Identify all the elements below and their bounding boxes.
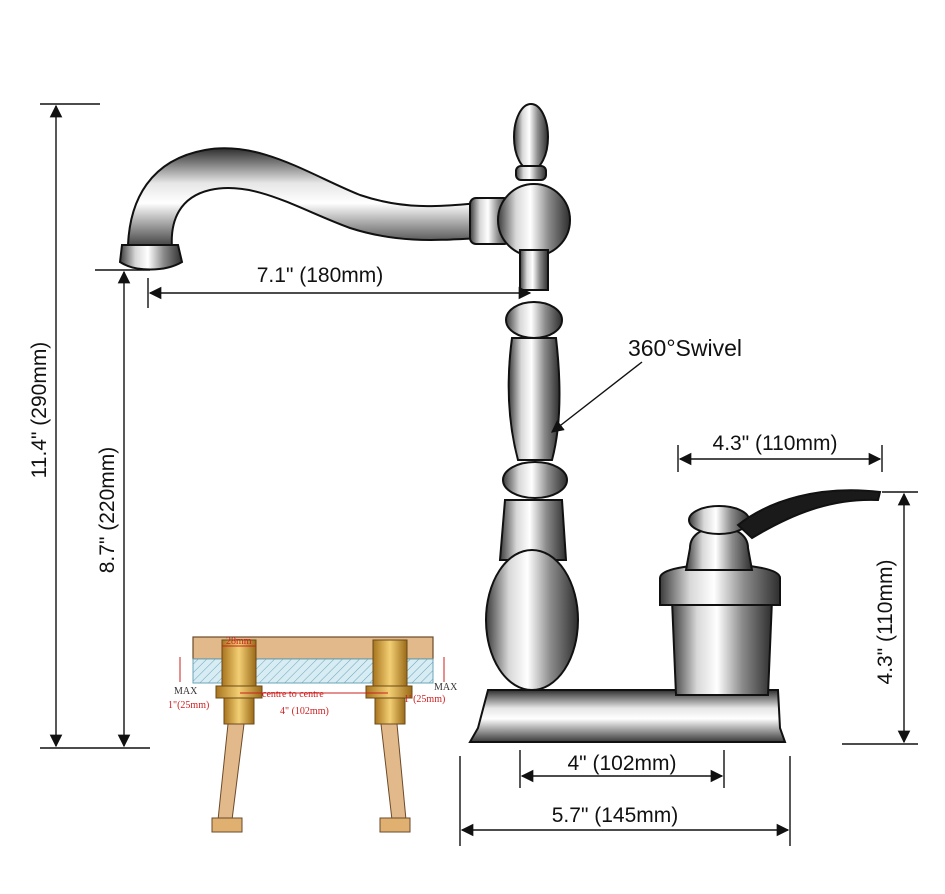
max-left-value: 1"(25mm) <box>168 700 209 711</box>
spout-arm <box>126 147 481 250</box>
swivel-callout-arrow <box>551 361 643 433</box>
swivel-ball <box>497 183 571 257</box>
swivel-callout-label: 360°Swivel <box>628 335 742 361</box>
handle-body <box>670 599 774 696</box>
supply-hose-right <box>380 723 407 821</box>
total-height-label: 11.4" (290mm) <box>28 342 51 479</box>
dimension-lines <box>40 103 918 846</box>
handle-lever <box>736 489 882 540</box>
supply-hose-left <box>217 723 245 821</box>
max-left-title: MAX <box>174 686 198 697</box>
handle-height-label: 4.3" (110mm) <box>874 560 897 685</box>
centre-to-centre-label: centre to centre <box>262 689 324 700</box>
max-right-value: 1"(25mm) <box>404 694 445 705</box>
top-finial <box>513 103 549 171</box>
base-plate <box>468 689 787 743</box>
max-right-title: MAX <box>434 682 458 693</box>
faucet-illustration <box>118 103 882 743</box>
hole-size-label: 28mm <box>226 636 252 647</box>
installation-detail: 28mm centre to centre 4" (102mm) MAX 1"(… <box>168 636 458 833</box>
spout-reach-label: 7.1" (180mm) <box>257 264 384 287</box>
spout-height-label: 8.7" (220mm) <box>96 447 119 574</box>
spout-tip <box>118 244 184 271</box>
centre-value-label: 4" (102mm) <box>280 706 329 717</box>
faucet-column <box>507 337 561 461</box>
faucet-body <box>485 549 579 691</box>
base-width-label: 5.7" (145mm) <box>552 804 679 827</box>
center-spacing-label: 4" (102mm) <box>568 752 677 775</box>
handle-reach-label: 4.3" (110mm) <box>713 432 838 455</box>
